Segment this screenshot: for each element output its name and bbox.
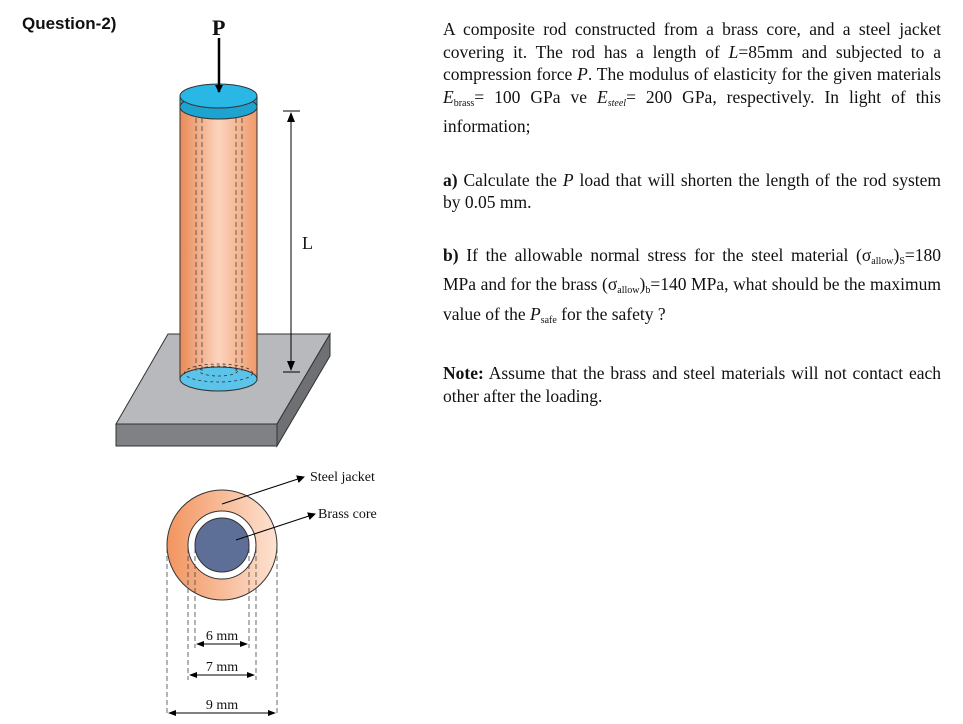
brass-core-label: Brass core bbox=[318, 507, 377, 522]
dim-outer-label: 9 mm bbox=[206, 698, 238, 713]
cross-section bbox=[166, 489, 278, 601]
section-dimensions bbox=[168, 641, 276, 716]
length-label: L bbox=[302, 233, 313, 253]
brass-leader bbox=[235, 512, 316, 541]
dim-middle-label: 7 mm bbox=[206, 660, 238, 675]
length-dimension bbox=[283, 110, 300, 373]
note: Note: Assume that the brass and steel ma… bbox=[443, 363, 941, 406]
rod-body bbox=[179, 102, 258, 392]
top-cap bbox=[179, 83, 258, 120]
extension-lines bbox=[166, 548, 278, 715]
question-label: Question-2) bbox=[22, 14, 117, 33]
problem-intro: A composite rod constructed from a brass… bbox=[443, 19, 941, 136]
part-a: a) Calculate the P load that will shorte… bbox=[443, 169, 941, 213]
dim-inner-label: 6 mm bbox=[206, 629, 238, 644]
steel-leader bbox=[221, 475, 305, 505]
part-b: b) If the allowable normal stress for th… bbox=[443, 244, 941, 326]
problem-text: A composite rod constructed from a brass… bbox=[443, 18, 941, 407]
load-label: P bbox=[212, 15, 225, 40]
composite-rod-figure: P L Steel jacket Brass core bbox=[115, 15, 377, 716]
steel-jacket-label: Steel jacket bbox=[310, 470, 375, 485]
